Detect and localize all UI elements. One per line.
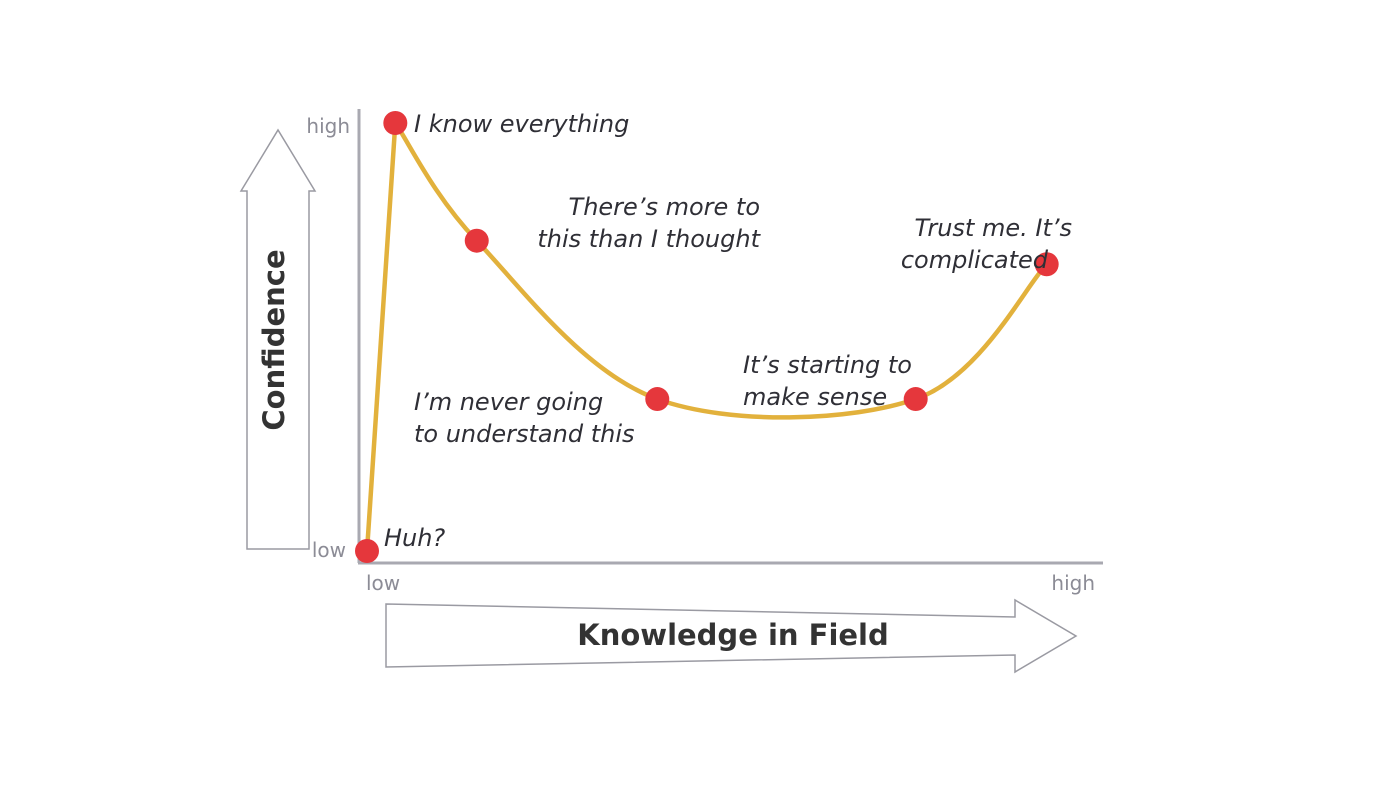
data-point-marker-0: [355, 539, 379, 563]
y-tick-high: high: [306, 114, 350, 138]
confidence-curve: [364, 120, 1049, 554]
y-axis-title: Confidence: [257, 249, 291, 430]
x-tick-low: low: [366, 571, 400, 595]
y-tick-low: low: [312, 538, 346, 562]
data-point-marker-5: [1034, 252, 1059, 277]
data-point-marker-1: [383, 111, 408, 135]
y-axis-arrow: [239, 128, 317, 550]
x-axis-title: Knowledge in Field: [577, 618, 889, 652]
data-point-marker-3: [645, 387, 670, 412]
annotation-1: I know everything: [414, 110, 629, 138]
x-tick-high: high: [1051, 571, 1095, 595]
x-axis-arrow: [385, 598, 1078, 674]
annotation-0: Huh?: [384, 524, 445, 552]
data-markers: [355, 111, 1059, 563]
data-point-marker-4: [903, 387, 928, 412]
data-point-marker-2: [464, 228, 489, 253]
